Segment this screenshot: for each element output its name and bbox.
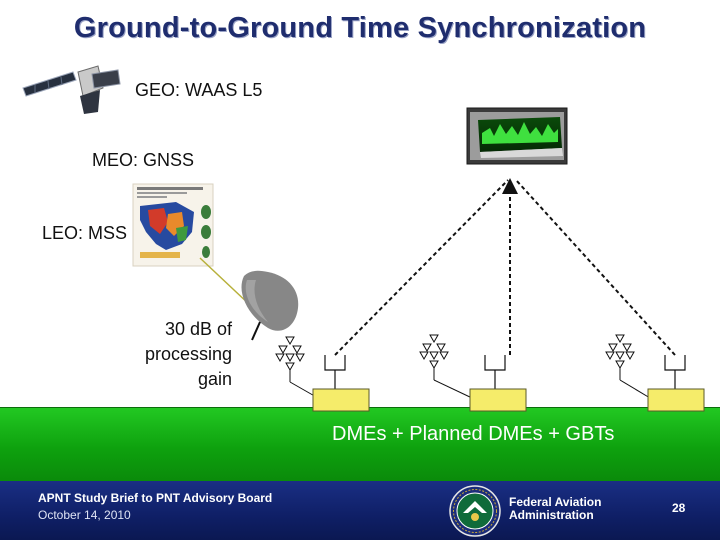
footer-briefing-title: APNT Study Brief to PNT Advisory Board: [38, 491, 273, 505]
dme-antenna-icon: [605, 334, 651, 399]
label-meo: MEO: GNSS: [92, 150, 195, 170]
slide-title: Ground-to-Ground Time Synchronization: [73, 12, 647, 44]
label-leo: LEO: MSS: [42, 223, 128, 243]
faa-org-line: Administration: [509, 508, 594, 522]
gain-line: gain: [197, 369, 232, 389]
dme-antenna-icon: [419, 334, 473, 399]
satellite-icon: [22, 65, 121, 114]
station-antennas: [324, 355, 686, 390]
sync-links: [334, 178, 676, 356]
page-number: 28: [672, 501, 686, 515]
monitor-device-icon: [466, 107, 568, 165]
dme-antenna-icon: [275, 336, 319, 399]
faa-org-line: Federal Aviation: [509, 495, 602, 509]
ground-band-label: DMEs + Planned DMEs + GBTs: [332, 423, 615, 445]
gain-line: processing: [144, 344, 232, 364]
dish-antenna-icon: [241, 270, 299, 341]
faa-org-name: Federal Aviation Administration: [509, 496, 619, 522]
footer-date: October 14, 2010: [38, 508, 131, 522]
faa-seal-icon: [449, 485, 501, 537]
coverage-map-icon: [132, 183, 214, 267]
processing-gain-text: 30 dB of processing gain: [118, 317, 232, 392]
gain-line: 30 dB of: [164, 319, 232, 339]
label-geo: GEO: WAAS L5: [135, 80, 263, 100]
footer-bar: [0, 481, 720, 540]
